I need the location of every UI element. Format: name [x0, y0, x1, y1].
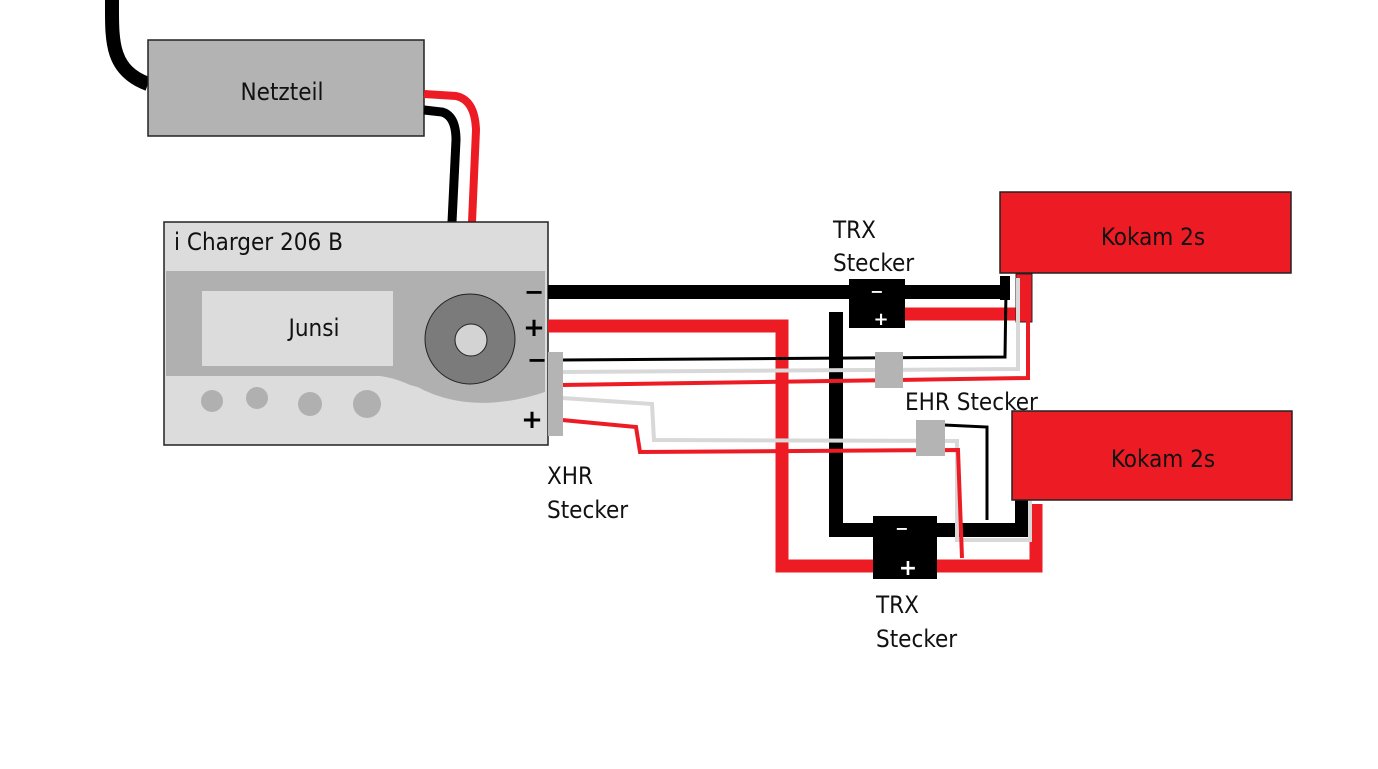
- battery-upper-label: Kokam 2s: [1101, 223, 1205, 251]
- battery-lower-label: Kokam 2s: [1111, 445, 1215, 473]
- trx-top-plus: +: [873, 309, 888, 330]
- balance-plus-symbol: +: [521, 405, 543, 435]
- main-red-lead: [548, 319, 1043, 573]
- power-supply[interactable]: Netzteil: [147, 39, 425, 137]
- charger[interactable]: i Charger 206 B Junsi − + − +: [163, 221, 549, 446]
- trx-bottom-label-line2: Stecker: [876, 625, 957, 653]
- xhr-label-line2: Stecker: [547, 496, 628, 524]
- balance-white-lower: [561, 396, 1032, 542]
- power-supply-box: [147, 39, 425, 137]
- charger-button-4[interactable]: [353, 390, 381, 418]
- charger-button-1[interactable]: [201, 390, 223, 412]
- trx-connector-bottom[interactable]: − +: [873, 516, 937, 581]
- xhr-connector[interactable]: [548, 352, 563, 436]
- output-plus-symbol: +: [523, 313, 545, 343]
- balance-black-upper: [561, 289, 1008, 362]
- ehr-connector-lower[interactable]: [916, 420, 945, 456]
- xhr-label-line1: XHR: [547, 462, 593, 490]
- battery-upper[interactable]: Kokam 2s: [999, 191, 1292, 274]
- charger-title: i Charger 206 B: [174, 228, 343, 256]
- psu-black-cable: [423, 105, 461, 223]
- charger-display: [202, 291, 393, 366]
- balance-red-lower: [561, 418, 964, 559]
- trx-connector-top[interactable]: − +: [849, 279, 905, 330]
- balance-white-upper: [561, 278, 1020, 374]
- psu-red-cable: [423, 90, 481, 223]
- charger-display-label: Junsi: [287, 314, 340, 342]
- ehr-connector-upper[interactable]: [875, 352, 903, 388]
- trx-top-label-line2: Stecker: [833, 249, 914, 277]
- battery-lower[interactable]: Kokam 2s: [1011, 410, 1293, 501]
- charger-button-2[interactable]: [246, 387, 268, 409]
- trx-bottom-label-line1: TRX: [875, 591, 919, 619]
- output-minus-symbol: −: [524, 278, 544, 306]
- balance-black-lower: [943, 423, 989, 520]
- trx-top-label-line1: TRX: [832, 216, 876, 244]
- trx-bottom-minus: −: [895, 519, 908, 538]
- charger-button-3[interactable]: [298, 392, 322, 416]
- charger-dial-center: [454, 323, 488, 357]
- trx-top-minus: −: [870, 282, 883, 301]
- mains-cable: [104, 0, 151, 91]
- balance-red-upper: [561, 320, 1030, 387]
- power-supply-label: Netzteil: [241, 78, 324, 106]
- balance-minus-symbol: −: [527, 346, 547, 374]
- trx-bottom-plus: +: [899, 556, 917, 581]
